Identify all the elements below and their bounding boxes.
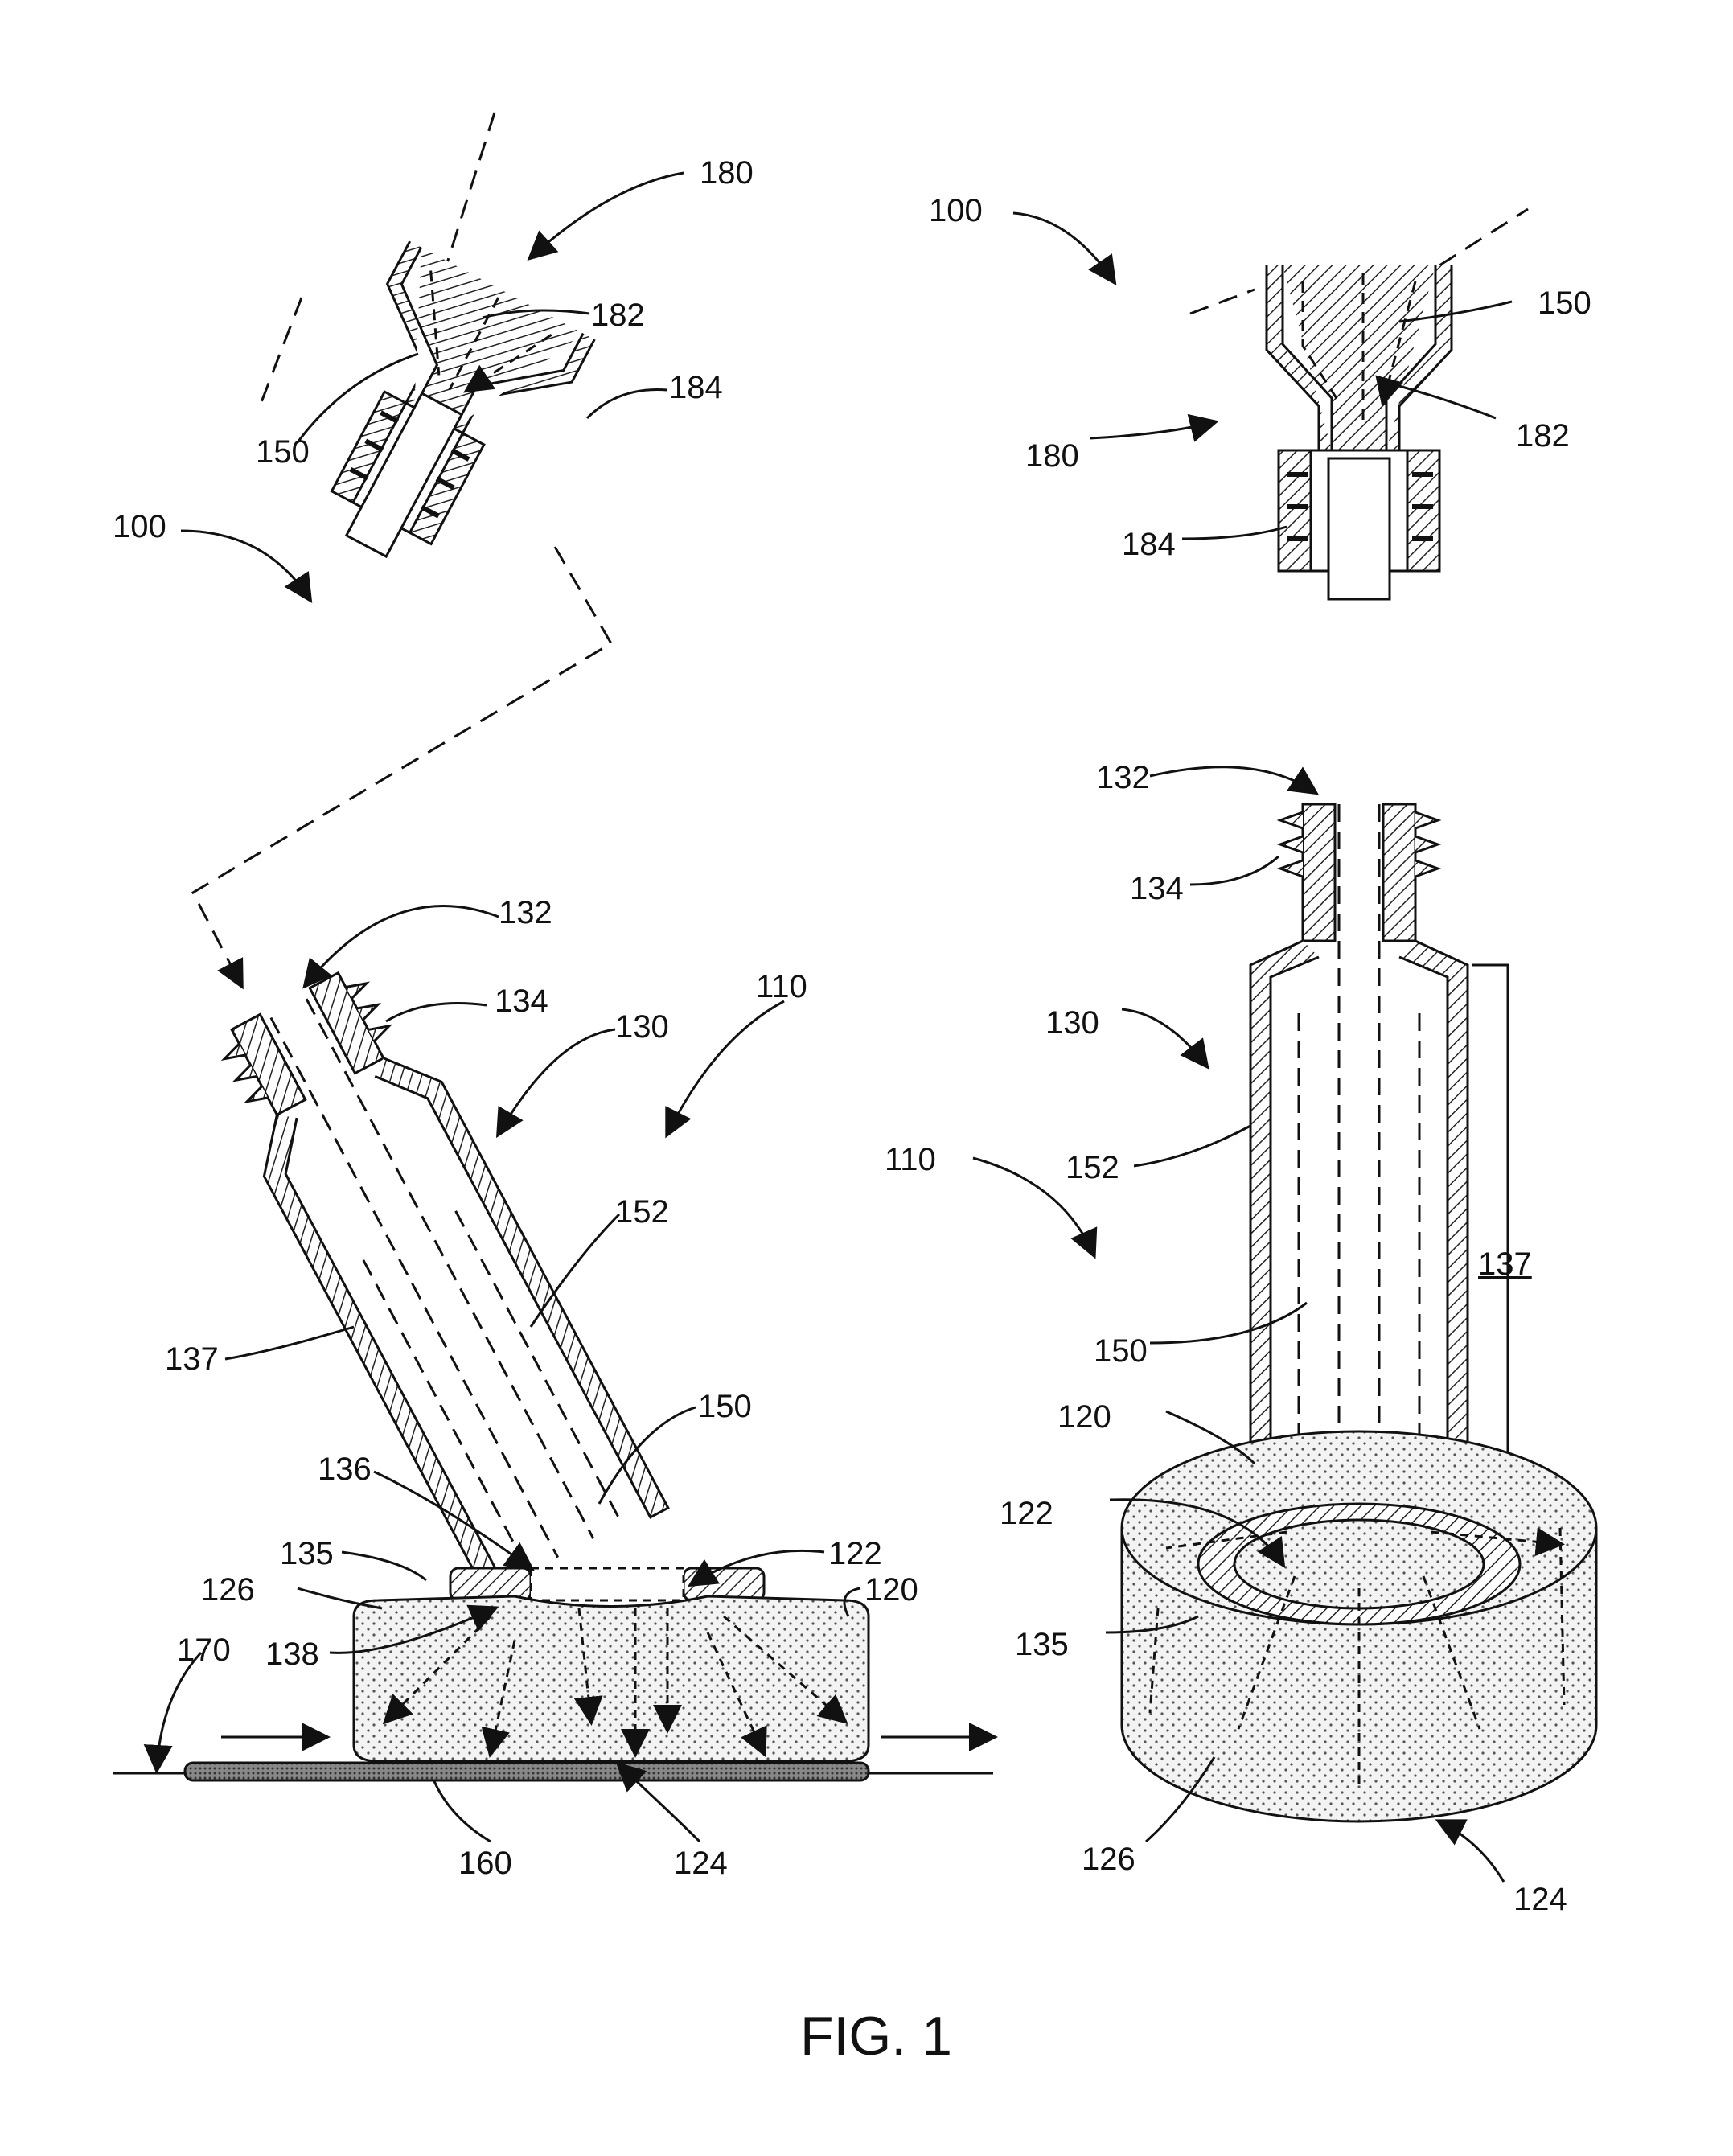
label-184-right: 184 xyxy=(1122,527,1176,562)
label-122-right: 122 xyxy=(1000,1496,1053,1531)
right-view-labels: 100 150 182 180 184 132 134 130 152 110 … xyxy=(885,193,1591,1917)
label-134-left: 134 xyxy=(495,984,548,1019)
label-170-left: 170 xyxy=(177,1632,231,1668)
label-150-right-a: 150 xyxy=(1538,285,1591,321)
label-130-left: 130 xyxy=(615,1009,669,1045)
label-150-right-b: 150 xyxy=(1094,1333,1148,1369)
label-160-left: 160 xyxy=(458,1846,512,1881)
label-152-right: 152 xyxy=(1066,1150,1119,1185)
label-138-left: 138 xyxy=(265,1637,319,1672)
label-182-right: 182 xyxy=(1516,418,1570,454)
label-150-left-a: 150 xyxy=(256,434,310,470)
label-124-left: 124 xyxy=(674,1846,728,1881)
label-135-right: 135 xyxy=(1015,1627,1069,1662)
figure-caption: FIG. 1 xyxy=(800,2006,952,2067)
label-100-right: 100 xyxy=(929,193,983,228)
label-152-left: 152 xyxy=(615,1194,669,1230)
label-134-right: 134 xyxy=(1130,871,1184,906)
left-view-labels: 180 182 184 150 100 132 134 130 110 152 … xyxy=(113,155,918,1881)
left-tube-130 xyxy=(220,971,670,1604)
label-132-right: 132 xyxy=(1096,760,1150,795)
label-122-left: 122 xyxy=(828,1536,882,1571)
label-126-right: 126 xyxy=(1082,1842,1135,1877)
label-137-left: 137 xyxy=(165,1341,219,1377)
right-view xyxy=(972,207,1598,1883)
label-110-left: 110 xyxy=(756,969,807,1004)
label-120-right: 120 xyxy=(1057,1399,1111,1435)
label-182-left: 182 xyxy=(591,298,645,333)
label-180-left: 180 xyxy=(700,155,754,191)
label-126-left: 126 xyxy=(201,1572,255,1608)
right-adapter-180 xyxy=(1265,265,1453,601)
label-136-left: 136 xyxy=(318,1452,372,1487)
label-132-left: 132 xyxy=(499,895,552,930)
label-180-right: 180 xyxy=(1025,438,1079,474)
label-135-left: 135 xyxy=(280,1536,334,1571)
left-adapter-180 xyxy=(330,240,596,559)
label-150-left-b: 150 xyxy=(698,1389,752,1424)
label-137-right: 137 xyxy=(1478,1246,1532,1282)
left-view xyxy=(113,112,998,1843)
label-130-right: 130 xyxy=(1045,1005,1099,1041)
label-100-left: 100 xyxy=(113,509,166,544)
label-184-left: 184 xyxy=(669,370,723,405)
label-110-right: 110 xyxy=(885,1142,936,1177)
right-foam-120 xyxy=(1120,1430,1598,1823)
label-120-left: 120 xyxy=(864,1572,918,1608)
label-124-right: 124 xyxy=(1513,1882,1567,1917)
